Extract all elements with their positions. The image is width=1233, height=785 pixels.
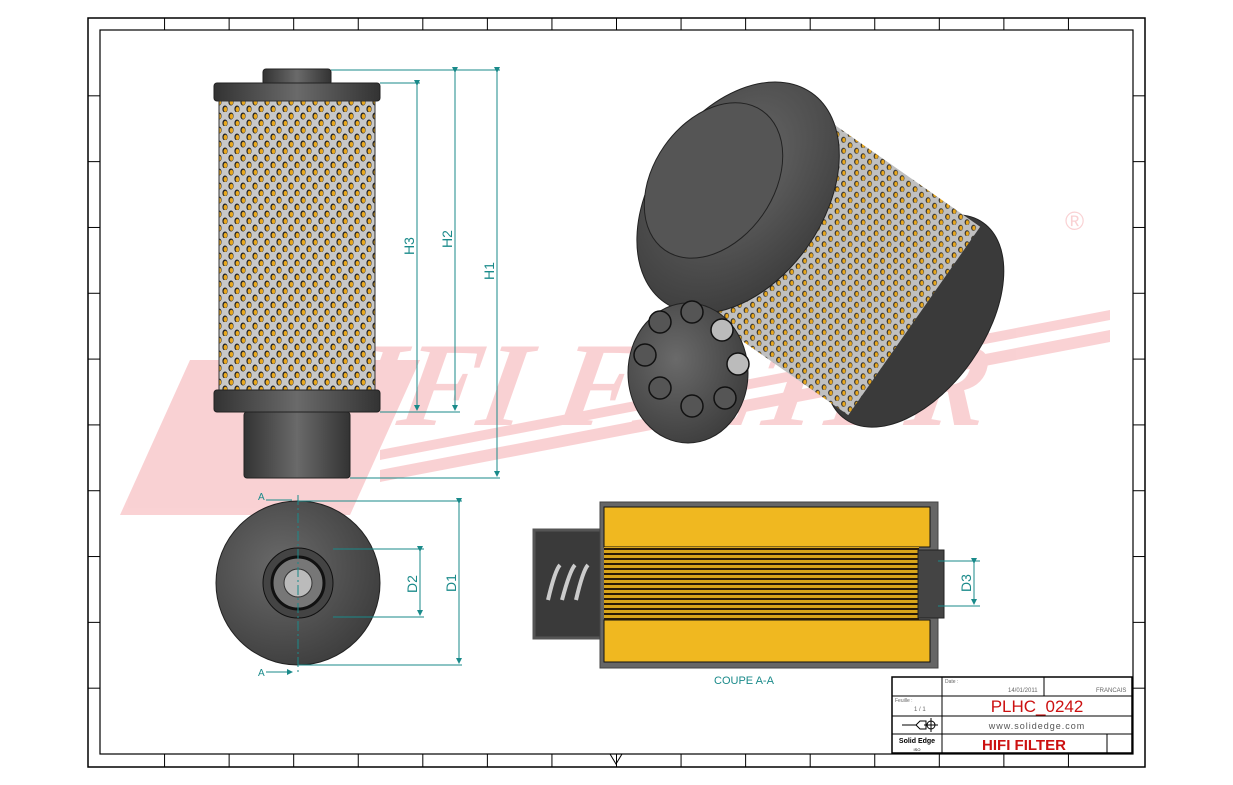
dim-h3: H3	[401, 237, 417, 255]
language: FRANCAIS	[1096, 688, 1126, 694]
isometric-view	[627, 81, 1005, 444]
dim-d3: D3	[958, 574, 974, 592]
dim-d2: D2	[404, 575, 420, 593]
front-view	[213, 68, 381, 479]
dim-h1: H1	[481, 262, 497, 280]
website: www.solidedge.com	[988, 721, 1086, 731]
d3-dimension	[938, 558, 980, 607]
sheet-value: 1 / 1	[914, 707, 926, 713]
date-value: 14/01/2011	[1008, 688, 1038, 694]
diameter-dimensions	[298, 498, 462, 666]
dim-h2: H2	[439, 230, 455, 248]
software-name: Solid Edge	[899, 738, 935, 745]
title-block	[891, 676, 1133, 754]
brand-name: HIFI FILTER	[982, 737, 1066, 754]
software-sub: ISO	[914, 747, 921, 752]
sheet-label: Feuille :	[895, 698, 913, 704]
dim-d1: D1	[443, 574, 459, 592]
end-view	[215, 495, 381, 675]
center-mark-icon	[609, 753, 623, 765]
section-mark-bottom: A	[258, 668, 265, 679]
watermark-registered-mark: ®	[1065, 206, 1084, 236]
part-number: PLHC_0242	[991, 697, 1084, 716]
date-label: Date :	[945, 679, 958, 685]
height-dimensions	[331, 67, 500, 479]
zone-ticks	[88, 18, 1145, 767]
section-view	[532, 501, 945, 669]
section-title: COUPE A-A	[714, 675, 775, 687]
section-mark-top: A	[258, 492, 265, 503]
